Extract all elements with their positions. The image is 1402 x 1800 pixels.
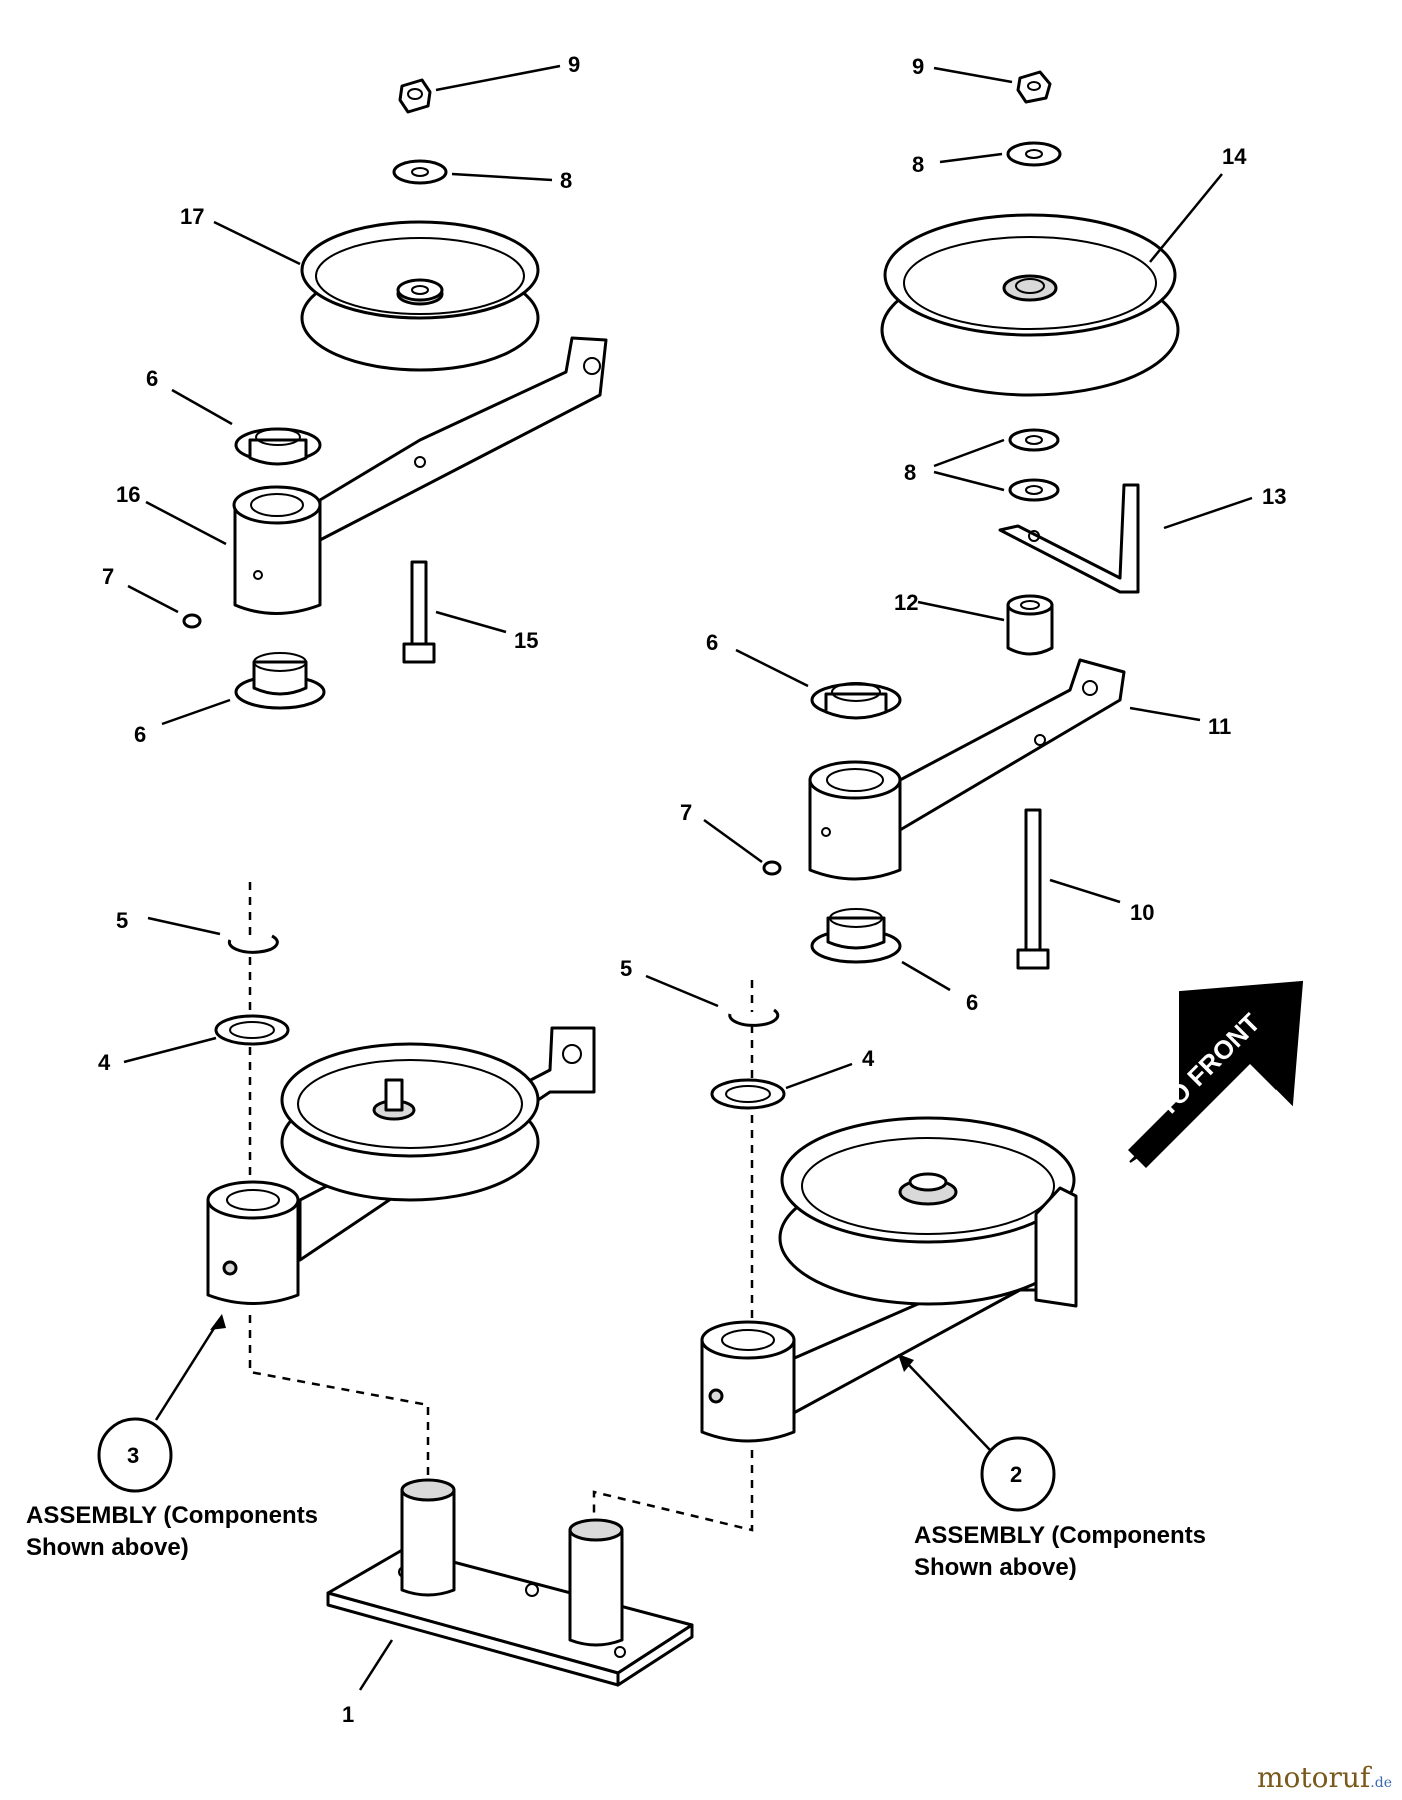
pulley-part-17 — [300, 220, 540, 372]
assembly-2-drawing — [700, 1116, 1078, 1443]
callout-15: 15 — [514, 628, 538, 653]
callout-5-right: 5 — [620, 956, 632, 981]
assembly-2-label: ASSEMBLY (Components Shown above) — [914, 1520, 1206, 1584]
assembly-3-drawing — [206, 1026, 596, 1305]
assembly-3-number: 3 — [127, 1443, 139, 1468]
assembly-3-marker: 3 — [97, 1417, 173, 1493]
assembly-3-label-line2: Shown above) — [26, 1534, 189, 1561]
washer-part-4-left — [214, 1014, 290, 1046]
callout-6-bottom-left: 6 — [134, 722, 146, 747]
assembly-2-number: 2 — [1010, 1462, 1022, 1487]
callout-7-left: 7 — [102, 564, 114, 589]
callout-8-right-pair: 8 — [904, 460, 916, 485]
assembly-3-label: ASSEMBLY (Components Shown above) — [26, 1500, 318, 1564]
to-front-arrow: TO FRONT — [1128, 980, 1304, 1168]
callout-6-top-left: 6 — [146, 366, 158, 391]
callout-6-bottom-right: 6 — [966, 990, 978, 1015]
callout-4-left: 4 — [98, 1050, 111, 1075]
bushing-part-6-bottom-left — [234, 652, 326, 710]
callout-14: 14 — [1222, 144, 1247, 169]
callout-16: 16 — [116, 482, 140, 507]
bolt-part-15 — [402, 560, 436, 664]
watermark-brand: motoruf — [1256, 1761, 1371, 1794]
bushing-part-6-bottom-right — [810, 908, 902, 964]
washer-part-8-left — [392, 159, 448, 185]
nut-part-9-right — [1016, 70, 1052, 104]
idler-arm-part-11 — [808, 658, 1126, 881]
leader-arrowheads — [210, 1314, 914, 1372]
assembly-2-marker: 2 — [980, 1436, 1056, 1512]
idler-arm-part-16 — [232, 336, 608, 615]
pulley-part-14 — [880, 213, 1180, 397]
callout-5-left: 5 — [116, 908, 128, 933]
bushing-part-6-top-right — [810, 682, 902, 720]
callout-9-left: 9 — [568, 52, 580, 77]
callout-17: 17 — [180, 204, 204, 229]
leader-lines — [123, 64, 1253, 1691]
callout-7-right: 7 — [680, 800, 692, 825]
assembly-3-label-line1: ASSEMBLY (Components — [26, 1502, 319, 1529]
callout-10: 10 — [1130, 900, 1154, 925]
callout-8-right-top: 8 — [912, 152, 924, 177]
assembly-2-label-line2: Shown above) — [914, 1554, 1077, 1581]
washer-part-4-right — [710, 1078, 786, 1110]
nut-part-9-left — [398, 78, 432, 114]
watermark-tld: .de — [1370, 1775, 1392, 1791]
bracket-part-13 — [998, 483, 1140, 594]
washer-part-8-right-top — [1006, 141, 1062, 167]
callout-4-right: 4 — [862, 1046, 875, 1071]
base-plate-part-1 — [326, 1478, 694, 1687]
callout-8-left: 8 — [560, 168, 572, 193]
bushing-part-6-top-left — [234, 427, 322, 466]
callout-1: 1 — [342, 1702, 354, 1727]
bolt-part-10 — [1016, 808, 1050, 970]
callout-13: 13 — [1262, 484, 1286, 509]
spacer-part-12 — [1006, 594, 1054, 656]
ring-part-5-right — [728, 1008, 780, 1027]
set-screw-part-7-right — [762, 860, 782, 876]
watermark: motoruf.de — [1257, 1761, 1392, 1794]
callout-12: 12 — [894, 590, 918, 615]
assembly-2-label-line1: ASSEMBLY (Components — [914, 1522, 1207, 1549]
ring-part-5-left — [227, 934, 279, 954]
set-screw-part-7-left — [182, 613, 202, 629]
callout-11: 11 — [1208, 714, 1231, 739]
washers-part-8-right-pair — [1008, 428, 1060, 502]
callout-9-right: 9 — [912, 54, 924, 79]
callout-6-top-right: 6 — [706, 630, 718, 655]
